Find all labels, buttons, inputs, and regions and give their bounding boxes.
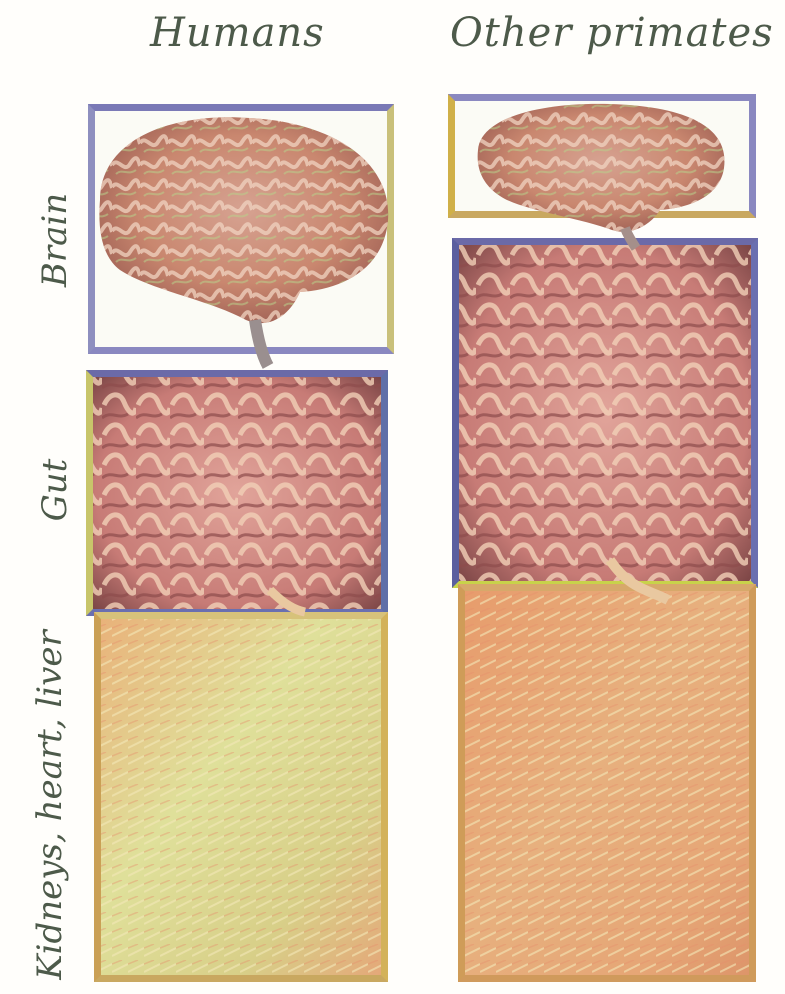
illustration-layer <box>0 0 785 994</box>
